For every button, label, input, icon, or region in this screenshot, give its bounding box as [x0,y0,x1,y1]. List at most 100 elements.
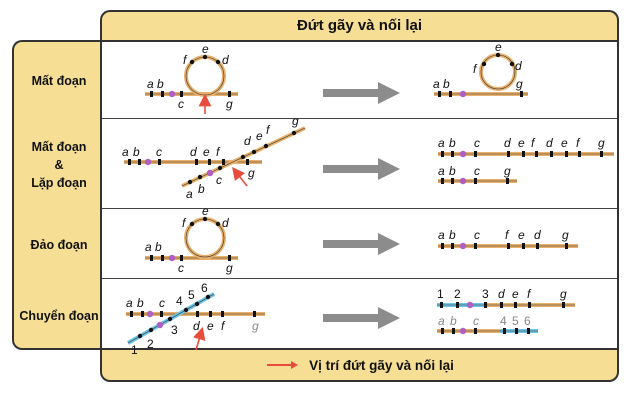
svg-text:g: g [292,114,299,128]
svg-text:b: b [157,77,164,91]
svg-text:g: g [226,261,233,275]
svg-text:b: b [155,240,162,254]
svg-text:d: d [190,145,197,159]
svg-text:f: f [576,136,581,150]
svg-text:1: 1 [437,287,444,301]
svg-text:d: d [193,319,200,333]
svg-text:4: 4 [176,294,183,308]
svg-text:b: b [133,145,140,159]
row-label-inversion: Đảo đoạn [30,238,88,252]
svg-text:e: e [207,319,214,333]
svg-text:c: c [178,97,184,111]
svg-text:3: 3 [171,323,178,337]
svg-text:6: 6 [201,281,208,295]
svg-text:2: 2 [147,337,154,351]
svg-text:f: f [216,145,221,159]
svg-text:g: g [504,164,511,178]
svg-text:g: g [226,97,233,111]
svg-text:2: 2 [454,287,461,301]
svg-text:b: b [137,296,144,310]
svg-text:6: 6 [524,314,531,328]
svg-text:d: d [222,53,229,67]
process-arrow [323,158,400,180]
svg-text:c: c [216,173,222,187]
svg-text:e: e [202,204,209,218]
svg-text:4: 4 [500,314,507,328]
svg-text:a: a [126,296,133,310]
svg-text:d: d [504,136,511,150]
svg-text:d: d [222,216,229,230]
svg-text:b: b [449,136,456,150]
svg-text:c: c [474,136,480,150]
svg-text:e: e [256,129,263,143]
svg-text:e: e [202,42,209,56]
legend-text: Vị trí đứt gãy và nối lại [309,357,454,373]
diagram-frame: Đứt gãy và nối lại Mất đoạn Mất đoạn & L… [12,10,619,382]
legend: Vị trí đứt gãy và nối lại [100,350,619,382]
svg-text:g: g [562,228,569,242]
svg-text:d: d [244,134,251,148]
svg-text:1: 1 [131,343,138,357]
diagram-title: Đứt gãy và nối lại [100,10,619,40]
svg-text:5: 5 [188,288,195,302]
svg-text:c: c [178,261,184,275]
svg-text:e: e [495,40,502,54]
svg-text:f: f [182,216,187,230]
svg-text:f: f [266,123,271,137]
svg-text:g: g [516,77,523,91]
svg-text:d: d [546,136,553,150]
svg-text:d: d [498,287,505,301]
svg-text:f: f [221,319,226,333]
svg-text:5: 5 [512,314,519,328]
svg-text:a: a [433,77,440,91]
svg-text:a: a [147,77,154,91]
svg-text:f: f [527,287,532,301]
row-label-deletion-duplication: Mất đoạn & Lặp đoạn [31,140,87,190]
svg-text:a: a [438,164,445,178]
svg-text:b: b [450,314,457,328]
svg-text:e: e [561,136,568,150]
svg-text:f: f [531,136,536,150]
svg-text:c: c [156,145,162,159]
svg-text:b: b [449,228,456,242]
svg-text:e: e [203,145,210,159]
svg-text:g: g [252,319,259,333]
svg-text:g: g [560,287,567,301]
svg-text:f: f [505,228,510,242]
svg-text:a: a [145,240,152,254]
svg-text:b: b [198,182,205,196]
row-label-column: Mất đoạn Mất đoạn & Lặp đoạn Đảo đoạn Ch… [12,40,102,350]
svg-text:f: f [183,53,188,67]
svg-text:a: a [438,228,445,242]
svg-text:c: c [159,296,165,310]
svg-text:b: b [449,164,456,178]
svg-text:g: g [248,166,255,180]
svg-text:g: g [598,136,605,150]
svg-text:c: c [473,314,479,328]
process-arrow [323,82,400,104]
svg-text:e: e [518,228,525,242]
svg-text:f: f [473,62,478,76]
svg-text:d: d [515,59,522,73]
svg-text:a: a [186,187,193,201]
svg-text:a: a [438,136,445,150]
row-label-translocation: Chuyển đoạn [19,309,99,323]
svg-text:e: e [518,136,525,150]
svg-text:c: c [474,228,480,242]
svg-text:3: 3 [482,287,489,301]
svg-text:d: d [534,228,541,242]
red-arrow-icon [267,361,299,369]
svg-text:a: a [438,314,445,328]
svg-text:b: b [443,77,450,91]
row-label-deletion: Mất đoạn [31,74,87,88]
svg-text:e: e [512,287,519,301]
